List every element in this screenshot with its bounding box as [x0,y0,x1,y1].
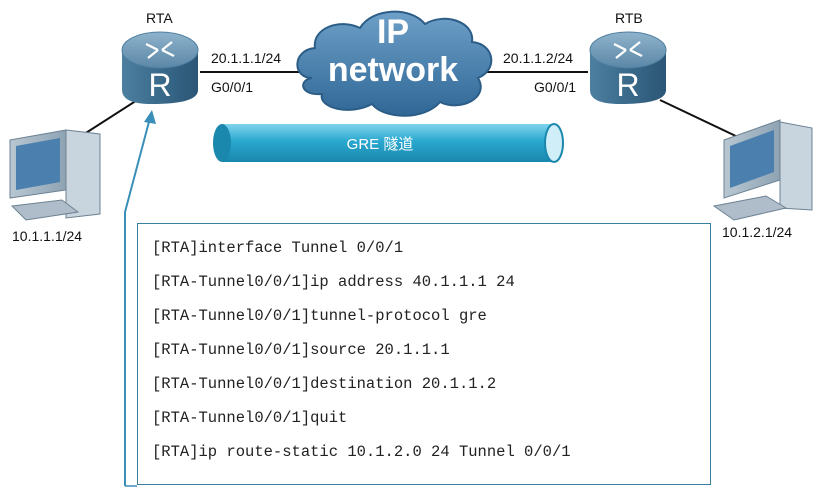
rta-wan-ip: 20.1.1.1/24 [211,50,282,66]
svg-text:R: R [616,67,639,103]
rtb-wan-ip: 20.1.1.2/24 [503,50,574,66]
gre-tunnel-tube [213,123,564,163]
router-rtb-icon: R [589,31,667,104]
cloud-title-ip: IP [376,13,410,51]
config-box: [RTA]interface Tunnel 0/0/1 [RTA-Tunnel0… [137,223,711,485]
rta-name: RTA [146,10,173,26]
config-line: [RTA-Tunnel0/0/1]tunnel-protocol gre [152,307,487,325]
cloud-title-network: network [327,51,459,89]
pc-right-icon [712,119,813,221]
svg-text:R: R [148,67,171,103]
config-line: [RTA-Tunnel0/0/1]destination 20.1.1.2 [152,375,497,393]
router-rta-icon: R [121,31,199,104]
config-line: [RTA]ip route-static 10.1.2.0 24 Tunnel … [152,443,571,461]
rta-lan-link [77,96,143,139]
config-arrow [124,110,156,487]
tunnel-label: GRE 隧道 [346,136,414,153]
pc-left-ip: 10.1.1.1/24 [12,228,83,244]
rtb-lan-link [659,99,741,139]
config-line: [RTA-Tunnel0/0/1]quit [152,409,348,427]
config-line: [RTA-Tunnel0/0/1]ip address 40.1.1.1 24 [152,273,515,291]
ip-network-cloud [296,10,493,117]
rtb-interface: G0/0/1 [534,79,577,95]
rtb-name: RTB [615,10,643,26]
pc-left-icon [9,129,101,221]
config-line: [RTA]interface Tunnel 0/0/1 [152,239,404,257]
config-line: [RTA-Tunnel0/0/1]source 20.1.1.1 [152,341,450,359]
rta-interface: G0/0/1 [211,79,254,95]
pc-right-ip: 10.1.2.1/24 [722,224,793,240]
